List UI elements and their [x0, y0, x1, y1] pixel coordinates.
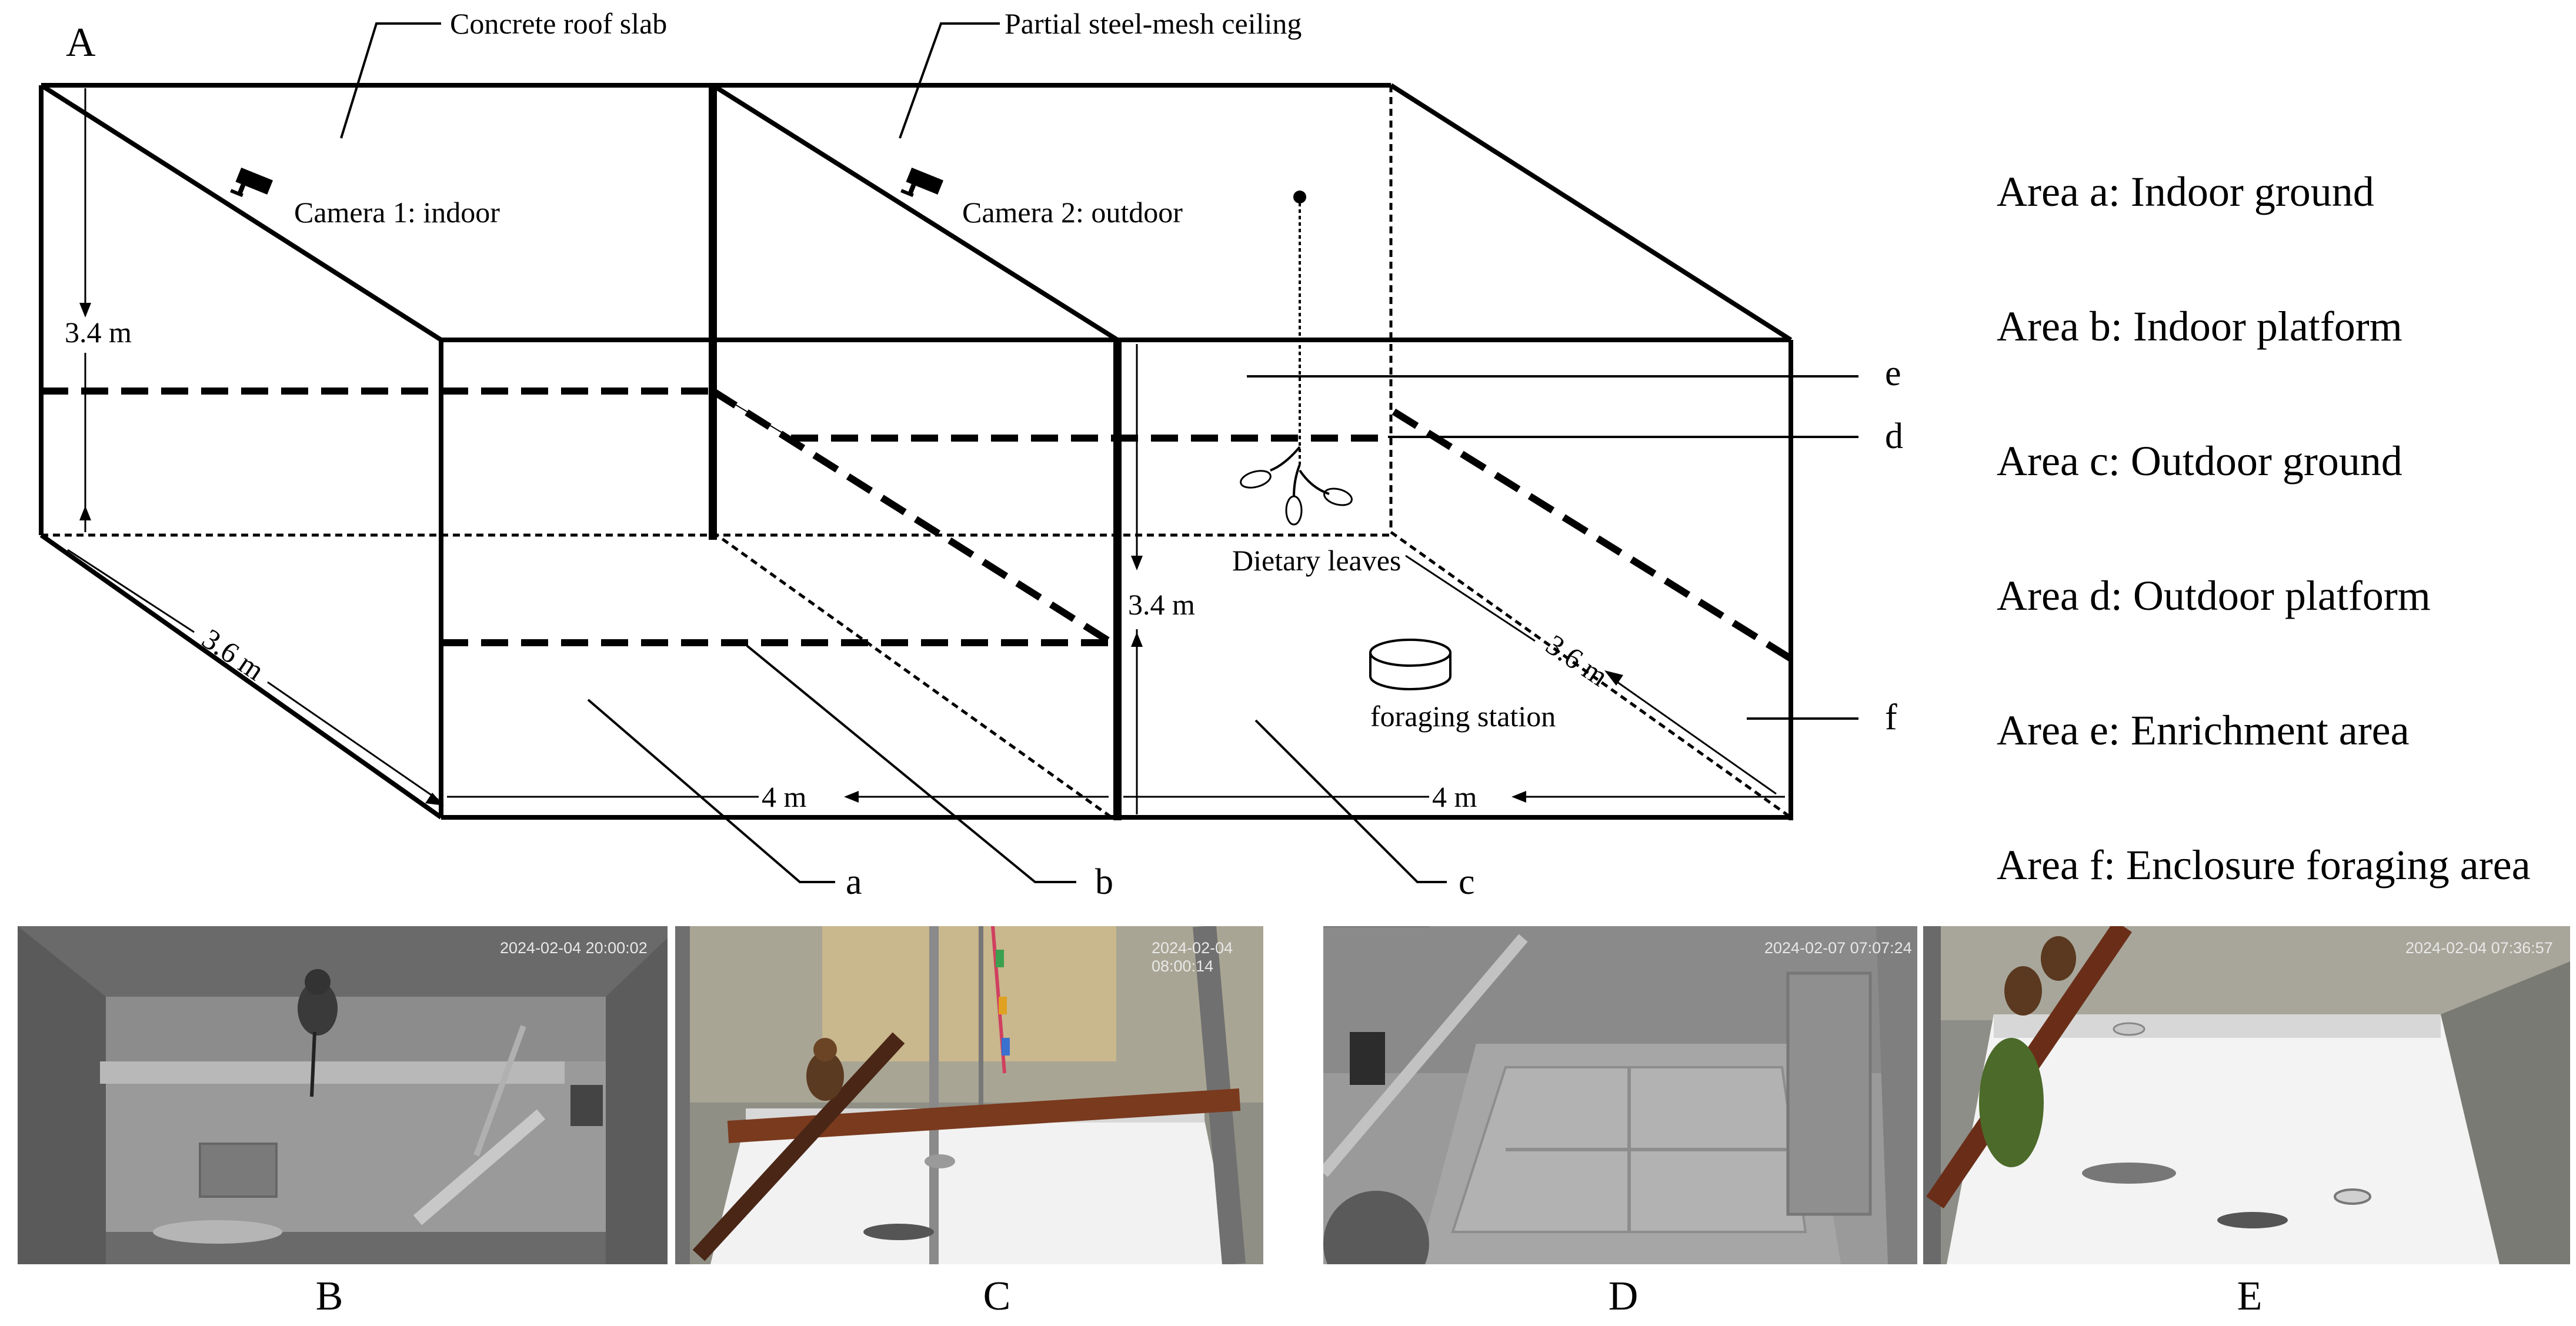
legend-item-d: Area d: Outdoor platform	[1997, 572, 2431, 619]
legend-item-b: Area b: Indoor platform	[1997, 303, 2403, 350]
hidden-edges	[41, 85, 1792, 819]
photo-d-timestamp: 2024-02-07 07:07:24	[1764, 939, 1912, 957]
dimension-arrows	[67, 88, 1785, 814]
legend-item-f: Area f: Enclosure foraging area	[1997, 841, 2531, 889]
depth-left-label: 3.6 m	[196, 622, 271, 687]
foraging-station-label: foraging station	[1370, 700, 1556, 733]
height-outdoor-label: 3.4 m	[1128, 588, 1195, 621]
dietary-leaves-icon	[1240, 191, 1353, 526]
photo-c-timestamp: 2024-02-04 08:00:14	[1152, 939, 1233, 975]
foraging-station-icon	[1369, 639, 1451, 690]
area-letter-c: c	[1459, 862, 1475, 902]
photo-d-outdoor-camera: 2024-02-07 07:07:24	[1323, 926, 1917, 1264]
width-outdoor-label: 4 m	[1432, 780, 1477, 813]
camera-2-icon	[900, 168, 944, 198]
roof-label: Concrete roof slab	[450, 7, 667, 40]
camera-1-icon	[230, 168, 273, 198]
area-letter-d: d	[1885, 416, 1903, 456]
legend-item-e: Area e: Enrichment area	[1997, 707, 2410, 754]
platform-edges	[41, 388, 1793, 662]
width-indoor-label: 4 m	[762, 780, 807, 813]
panel-label-a: A	[66, 20, 96, 65]
area-letter-a: a	[846, 862, 862, 902]
area-legend: Area a: Indoor ground Area b: Indoor pla…	[1997, 171, 2561, 978]
photo-label-e: E	[2237, 1274, 2263, 1319]
photo-label-d: D	[1608, 1274, 1639, 1319]
height-indoor-label: 3.4 m	[65, 316, 132, 349]
photo-b-indoor-camera: 2024-02-04 20:00:02	[18, 926, 668, 1264]
camera-1-label: Camera 1: indoor	[294, 196, 500, 229]
camera-2-label: Camera 2: outdoor	[962, 196, 1183, 229]
leader-lines	[340, 22, 1858, 883]
area-letter-e: e	[1885, 353, 1901, 393]
photo-b-timestamp: 2024-02-04 20:00:02	[500, 939, 648, 957]
ceiling-label: Partial steel-mesh ceiling	[1005, 7, 1302, 40]
legend-item-a: Area a: Indoor ground	[1997, 168, 2374, 215]
area-letter-f: f	[1885, 697, 1897, 737]
area-letter-b: b	[1095, 862, 1113, 902]
enclosure-frame	[39, 83, 1793, 820]
photo-c-outdoor-camera: 2024-02-04 08:00:14	[675, 926, 1263, 1264]
photo-e-timestamp: 2024-02-04 07:36:57	[2405, 939, 2553, 957]
photo-label-c: C	[983, 1274, 1011, 1319]
enclosure-diagram: A Concrete roof slab Partial steel-mesh …	[39, 7, 1903, 902]
photo-e-outdoor-camera: 2024-02-04 07:36:57	[1923, 926, 2570, 1264]
legend-item-c: Area c: Outdoor ground	[1997, 437, 2403, 485]
dietary-leaves-label: Dietary leaves	[1232, 544, 1401, 577]
photo-label-b: B	[315, 1274, 343, 1319]
